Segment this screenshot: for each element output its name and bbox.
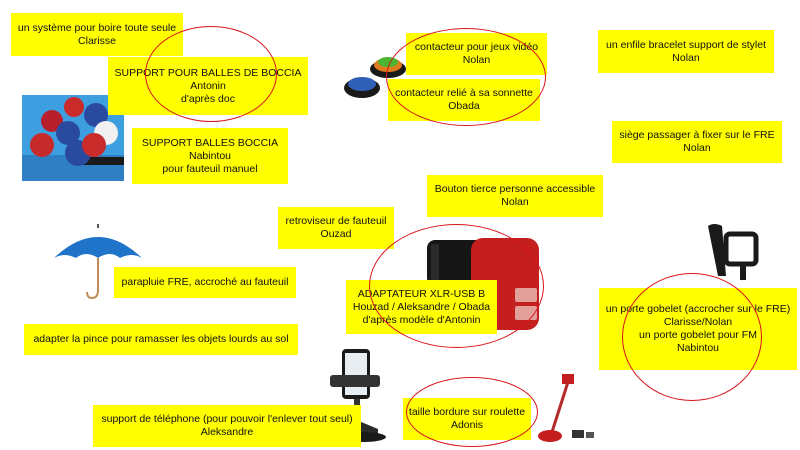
boccia-balls-photo — [22, 95, 124, 181]
note-bracelet: un enfile bracelet support de stylet Nol… — [598, 30, 774, 73]
note-parapluie-line: parapluie FRE, accroché au fauteuil — [121, 276, 289, 288]
note-support-boccia-line: d'après doc — [181, 92, 235, 105]
switch-buttons-photo — [344, 57, 406, 98]
note-gobelet-line: un porte gobelet (accrocher sur le FRE) — [605, 303, 791, 315]
note-support-boccia-line: Antonin — [190, 79, 226, 92]
note-gobelet-line: un porte gobelet pour FM — [639, 329, 757, 341]
note-bordure-line: taille bordure sur roulette — [408, 406, 526, 418]
trimmer-photo — [538, 374, 594, 442]
note-gobelet-line: Clarisse/Nolan — [663, 316, 733, 328]
note-jeux-video-line: contacteur pour jeux vidéo — [414, 41, 539, 53]
note-jeux-video: contacteur pour jeux vidéo Nolan — [406, 33, 547, 75]
note-support-boccia: SUPPORT POUR BALLES DE BOCCIA Antonin d'… — [108, 57, 308, 115]
note-retroviseur: retroviseur de fauteuil Ouzad — [278, 207, 394, 249]
note-telephone: support de téléphone (pour pouvoir l'enl… — [93, 405, 361, 447]
note-gobelet: un porte gobelet (accrocher sur le FRE) … — [599, 288, 797, 370]
note-bordure: taille bordure sur roulette Adonis — [403, 398, 531, 440]
note-bracelet-line: Nolan — [672, 51, 700, 64]
note-sonnette-line: Obada — [448, 100, 480, 112]
note-balles-boccia: SUPPORT BALLES BOCCIA Nabintou pour faut… — [132, 128, 288, 184]
note-bouton-line: Nolan — [501, 196, 529, 208]
note-retroviseur-line: Ouzad — [320, 228, 352, 240]
note-gobelet-line: Nabintou — [676, 342, 720, 354]
note-telephone-line: support de téléphone (pour pouvoir l'enl… — [101, 413, 353, 425]
note-sonnette: contacteur relié à sa sonnette Obada — [388, 79, 540, 121]
note-support-boccia-line: SUPPORT POUR BALLES DE BOCCIA — [114, 66, 302, 79]
note-bouton: Bouton tierce personne accessible Nolan — [427, 175, 603, 217]
note-adaptateur-line: d'après modèle d'Antonin — [362, 313, 481, 326]
note-boire: un système pour boire toute seule Claris… — [11, 13, 183, 56]
note-pince-line: adapter la pince pour ramasser les objet… — [33, 333, 289, 345]
note-balles-boccia-line: Nabintou — [188, 149, 232, 162]
cup-holder-photo — [708, 224, 759, 280]
note-pince: adapter la pince pour ramasser les objet… — [24, 324, 298, 355]
note-bouton-line: Bouton tierce personne accessible — [434, 183, 596, 195]
note-adaptateur: ADAPTATEUR XLR-USB B Houzad / Aleksandre… — [346, 280, 497, 334]
note-boire-line: Clarisse — [78, 34, 116, 47]
note-jeux-video-line: Nolan — [462, 54, 491, 66]
note-boire-line: un système pour boire toute seule — [17, 21, 177, 34]
note-adaptateur-line: ADAPTATEUR XLR-USB B — [357, 287, 486, 300]
note-adaptateur-line: Houzad / Aleksandre / Obada — [352, 300, 491, 313]
note-siege-line: siège passager à fixer sur le FRE — [619, 129, 775, 141]
note-balles-boccia-line: SUPPORT BALLES BOCCIA — [141, 136, 279, 149]
note-bordure-line: Adonis — [450, 419, 484, 431]
umbrella-icon — [54, 224, 142, 300]
note-telephone-line: Aleksandre — [200, 426, 254, 438]
note-bracelet-line: un enfile bracelet support de stylet — [606, 38, 766, 51]
note-sonnette-line: contacteur relié à sa sonnette — [395, 87, 533, 99]
note-retroviseur-line: retroviseur de fauteuil — [285, 215, 387, 227]
note-parapluie: parapluie FRE, accroché au fauteuil — [114, 267, 296, 298]
note-siege: siège passager à fixer sur le FRE Nolan — [612, 121, 782, 163]
note-balles-boccia-line: pour fauteuil manuel — [162, 162, 258, 175]
note-siege-line: Nolan — [683, 142, 711, 154]
